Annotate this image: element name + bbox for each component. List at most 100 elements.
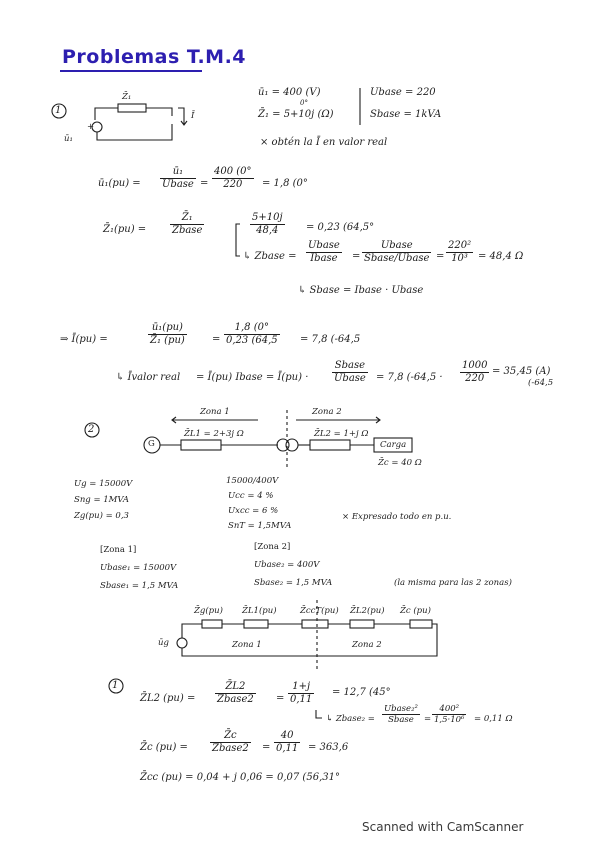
scanner-watermark: Scanned with CamScanner <box>362 820 524 834</box>
zona-2-sbase: Sbase₂ = 1,5 MVA <box>254 578 333 588</box>
circuit-z1-label: Z̄₁ <box>122 92 132 102</box>
pu-zl2-box <box>349 619 375 629</box>
z1-resistor-symbol <box>117 103 147 113</box>
problem-2-marker: 2 <box>88 424 95 435</box>
given-impedance: Z̄₁ = 5+10j (Ω) <box>258 109 334 120</box>
r2-result: = 363,6 <box>308 742 349 753</box>
circuit-u1-label: ū₁ <box>64 134 73 144</box>
pu-note: × Expresado todo en p.u. <box>342 512 452 522</box>
r1-den-2: 0,11 <box>290 694 313 705</box>
eq2-result: = 0,23 (64,5° <box>306 222 375 233</box>
problem-1-marker-circle <box>51 103 67 119</box>
zbase-den-3: 10³ <box>451 253 468 264</box>
eq3-result: = 7,8 (-64,5 <box>300 334 361 345</box>
zl1-label: Z̄L1 = 2+3j Ω <box>184 429 244 439</box>
pu-zg-label: Z̄g(pu) <box>194 606 223 616</box>
carga-box <box>373 437 413 453</box>
zbase-eq-1: = <box>352 251 361 262</box>
eq1-equals: = <box>200 178 209 189</box>
pu-zona-2-label: Zona 2 <box>352 640 382 650</box>
zona-1-title: [Zona 1] <box>100 545 137 555</box>
trafo-ratio: 15000/400V <box>226 476 279 486</box>
r1-lhs: Z̄L2 (pu) = <box>140 693 196 704</box>
zbase-den-1: Ibase <box>310 253 338 264</box>
zona-1-ubase: Ubase₁ = 15000V <box>100 563 177 573</box>
zona-2-label: Zona 2 <box>312 407 342 417</box>
step-1-marker: 1 <box>112 680 119 691</box>
zl2-label: Z̄L2 = 1+j Ω <box>314 429 369 439</box>
eq4-middle-2: = 7,8 (-64,5 · <box>376 372 443 383</box>
eq2-den: Zbase <box>172 225 203 236</box>
r1-zbase-den-2: 1,5·10⁶ <box>434 715 465 725</box>
page-title: Problemas T.M.4 <box>62 46 247 68</box>
pu-zl1-box <box>243 619 269 629</box>
pu-zona-1-label: Zona 1 <box>232 640 262 650</box>
pu-ug-label: ūg <box>158 638 169 648</box>
trafo-ucc: Ucc = 4 % <box>228 491 274 501</box>
eq3-fraction-2: 1,8 (0°0,23 (64,5 <box>224 322 280 347</box>
eq2-num2: 5+10j <box>250 212 285 225</box>
zona-2-arrow <box>296 416 381 424</box>
eq4-den-1: Ubase <box>334 373 366 384</box>
problem-1-return-wire <box>96 124 173 141</box>
transformer-coil-2 <box>285 438 299 452</box>
eq3-den-1: Z̄₁ (pu) <box>150 335 185 346</box>
zbase-bracket <box>235 223 240 257</box>
given-ubase: Ubase = 220 <box>370 87 436 98</box>
eq4-result-angle: (-64,5 <box>528 378 554 388</box>
problem-1-marker: 1 <box>55 105 62 116</box>
pu-zcc-label: Z̄ccT(pu) <box>300 606 339 616</box>
r1-eq: = <box>276 693 285 704</box>
eq1-den2: 220 <box>223 179 243 190</box>
r2-den-2: 0,11 <box>276 743 299 754</box>
pu-zl2-label: Z̄L2(pu) <box>350 606 385 616</box>
r2-lhs: Z̄c (pu) = <box>140 742 188 753</box>
eq1-den: Ubase <box>162 179 194 190</box>
eq3-num-1: ū₁(pu) <box>148 322 187 335</box>
zona-1-arrow <box>171 416 258 424</box>
gen-impedance-pu: Zg(pu) = 0,3 <box>74 511 129 521</box>
given-voltage-angle: 0° <box>300 99 308 107</box>
pu-zc-label: Z̄c (pu) <box>400 606 431 616</box>
eq2-lhs: Z̄₁(pu) = <box>103 224 147 235</box>
circuit-plus-sign: + <box>87 122 95 132</box>
pu-zl1-label: Z̄L1(pu) <box>242 606 277 616</box>
zona-2-note: (la misma para las 2 zonas) <box>394 578 512 588</box>
eq3-eq: = <box>212 334 221 345</box>
zbase-num-2: Ubase <box>362 240 432 253</box>
eq1-fraction-2: 400 (0°220 <box>212 166 254 191</box>
zl1-resistor-symbol <box>180 439 222 451</box>
eq1-num: ū₁ <box>160 166 196 179</box>
r2-eq: = <box>262 742 271 753</box>
r1-den-1: Zbase2 <box>217 694 254 705</box>
current-arrow <box>178 107 188 126</box>
r2-den-1: Zbase2 <box>212 743 249 754</box>
title-underline <box>60 70 202 72</box>
given-sbase: Sbase = 1kVA <box>370 109 442 120</box>
given-voltage: ū₁ = 400 (V) <box>258 87 321 98</box>
eq4-num-2: 1000 <box>460 360 490 373</box>
eq4-middle: = Ī(pu) Ibase = Ī(pu) · <box>196 372 309 383</box>
trafo-uxcc: Uxcc = 6 % <box>228 506 279 516</box>
r2-num-1: Z̄c <box>210 730 251 743</box>
pu-zg-box <box>201 619 223 629</box>
generator-label: G <box>148 439 155 449</box>
eq2-den2: 48,4 <box>256 225 279 236</box>
eq2-num: Z̄₁ <box>170 212 205 225</box>
r1-zbase-eq: = <box>424 714 432 724</box>
r1-zbase-den: Sbase <box>388 715 414 725</box>
zbase-den-2: Sbase/Ubase <box>364 253 430 264</box>
eq4-result: = 35,45 (A) <box>492 366 551 377</box>
problem-2-marker-circle <box>84 422 100 438</box>
zona-1-sbase: Sbase₁ = 1,5 MVA <box>100 581 179 591</box>
carga-label: Carga <box>380 440 407 450</box>
